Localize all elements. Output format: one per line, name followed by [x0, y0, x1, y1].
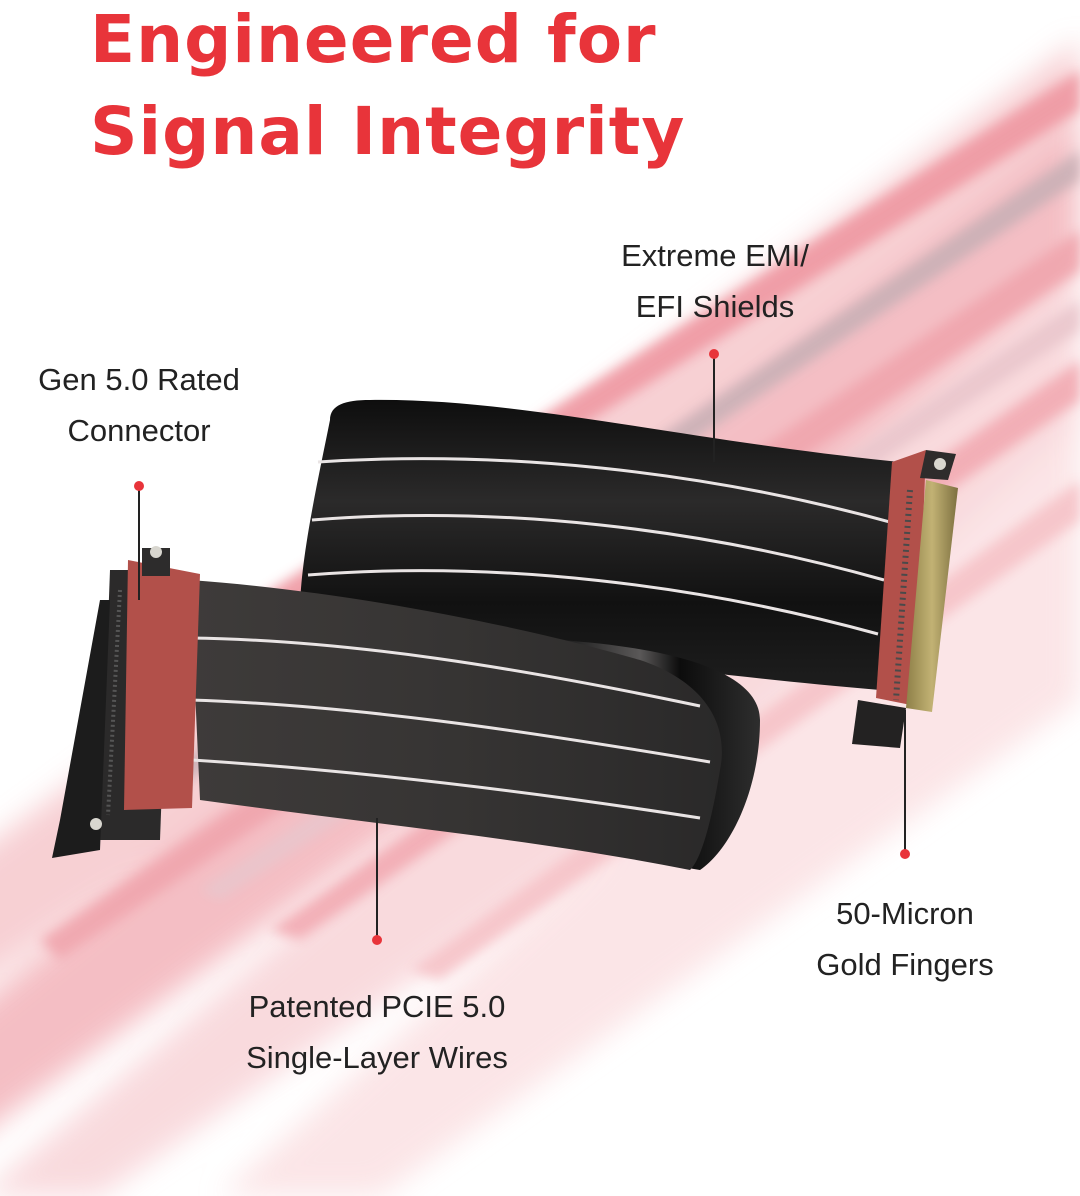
callout-connector: Gen 5.0 Rated Connector [14, 354, 264, 456]
callout-wires-line-2: Single-Layer Wires [246, 1040, 508, 1075]
page-title: Engineered for Signal Integrity [90, 0, 685, 178]
wires-pointer [372, 818, 382, 945]
callout-gold-fingers-line-2: Gold Fingers [816, 947, 994, 982]
left-connector [52, 546, 200, 858]
callout-shields-line-2: EFI Shields [635, 289, 795, 324]
callout-wires: Patented PCIE 5.0 Single-Layer Wires [212, 981, 542, 1083]
title-line-1: Engineered for [90, 1, 657, 78]
callout-wires-line-1: Patented PCIE 5.0 [248, 989, 506, 1024]
callout-shields-line-1: Extreme EMI/ [621, 238, 809, 273]
callout-gold-fingers-line-1: 50-Micron [836, 896, 974, 931]
connector-pointer [134, 481, 144, 600]
callout-gold-fingers: 50-Micron Gold Fingers [790, 888, 1020, 990]
ribbon-lower [190, 580, 722, 870]
callout-shields: Extreme EMI/ EFI Shields [595, 230, 835, 332]
right-connector [852, 450, 958, 748]
shields-pointer [709, 349, 719, 462]
title-line-2: Signal Integrity [90, 93, 686, 170]
callout-connector-line-2: Connector [67, 413, 211, 448]
gold-fingers-pointer [900, 710, 910, 859]
callout-connector-line-1: Gen 5.0 Rated [38, 362, 240, 397]
